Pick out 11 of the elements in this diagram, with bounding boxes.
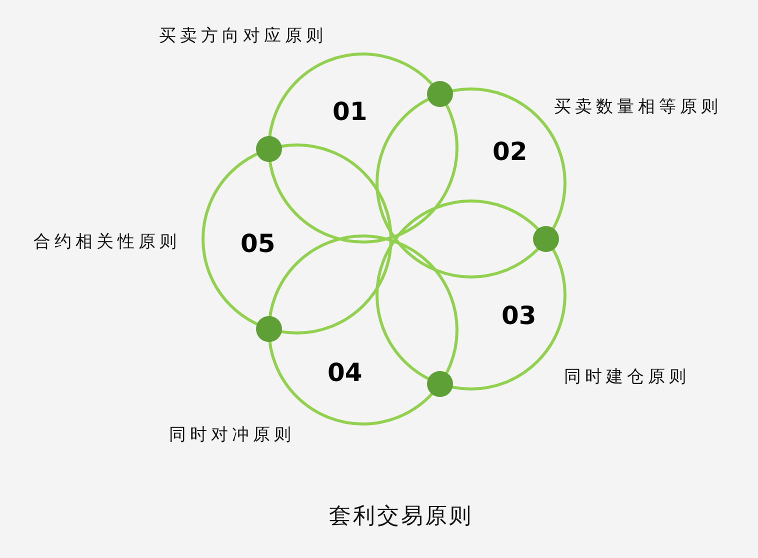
number-label: 03 (501, 303, 536, 328)
side-label: 买卖方向对应原则 (159, 27, 327, 47)
side-label: 同时对冲原则 (169, 426, 295, 446)
number-label: 05 (240, 230, 276, 256)
number-label: 02 (492, 139, 528, 164)
caption: 套利交易原则 (329, 504, 473, 530)
side-label: 同时建仓原则 (564, 368, 690, 388)
number-label: 01 (332, 99, 368, 124)
number-label: 04 (327, 360, 362, 386)
side-label: 合约相关性原则 (34, 233, 180, 253)
side-label: 买卖数量相等原则 (554, 98, 722, 118)
